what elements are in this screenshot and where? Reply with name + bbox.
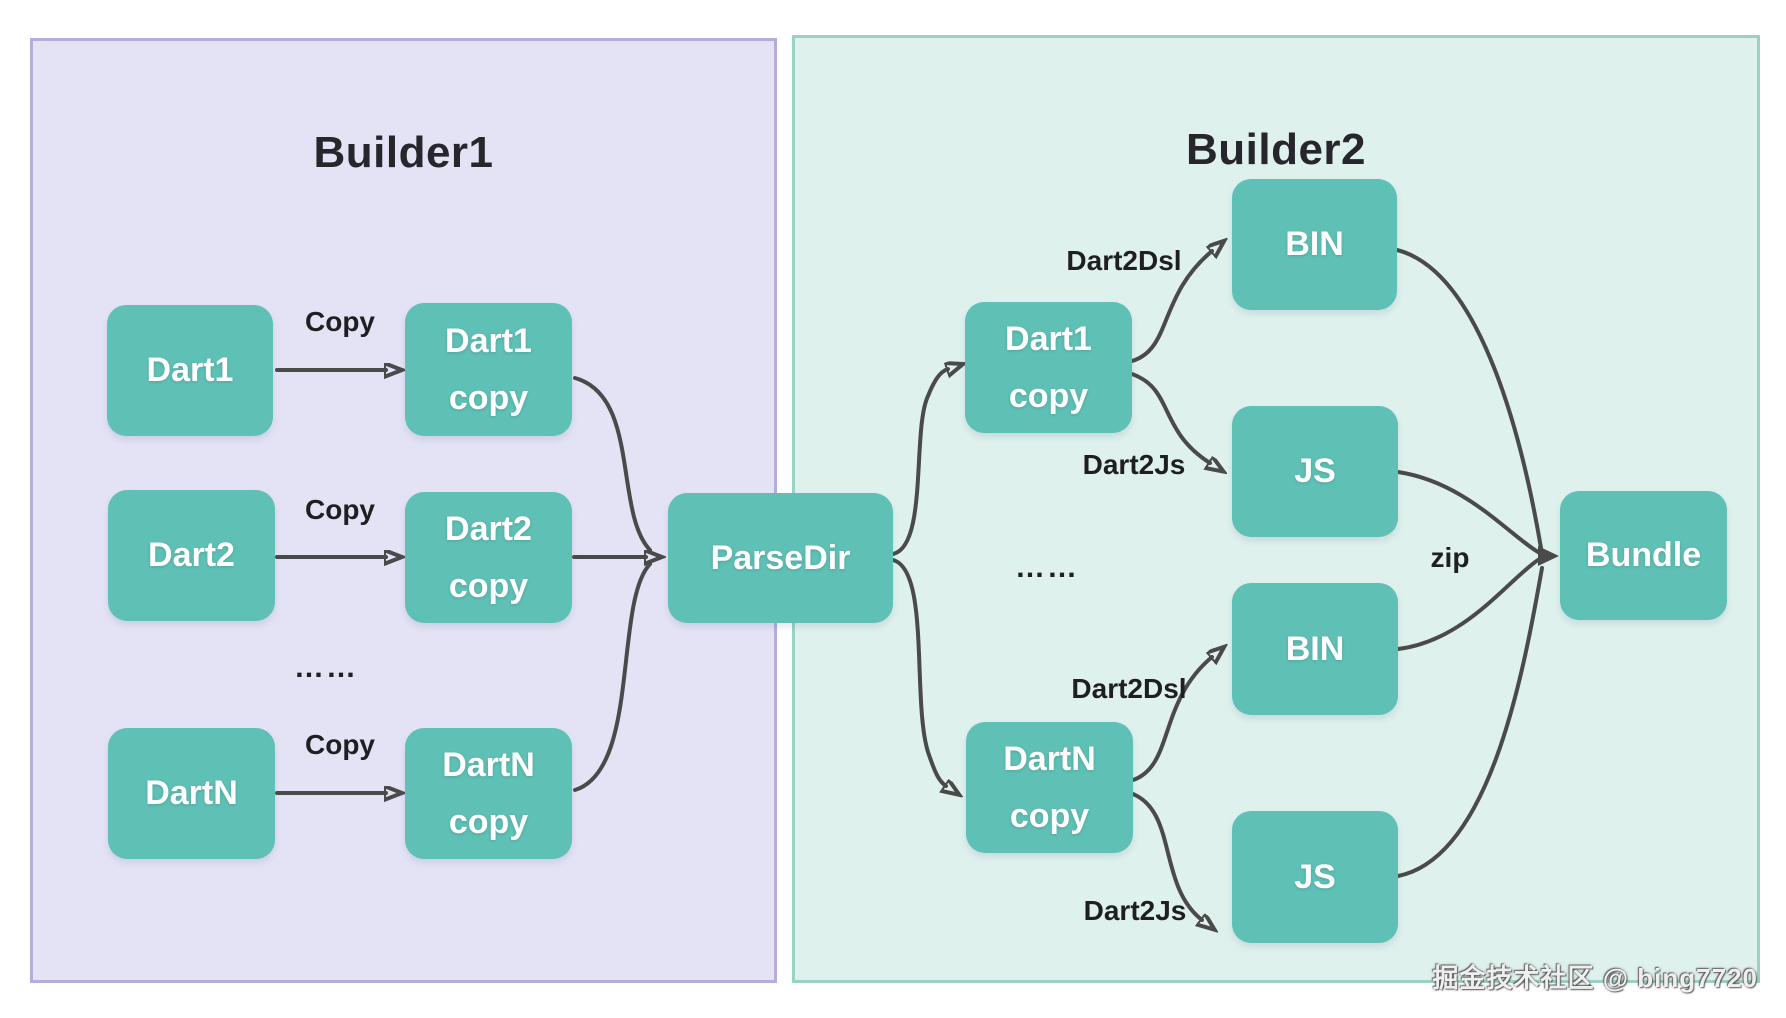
node-dartn-copy: DartN copy — [405, 728, 572, 859]
ellipsis-builder1: …… — [294, 651, 358, 684]
edge-label-dart2js-bottom: Dart2Js — [1083, 895, 1187, 926]
arrow-dartncopy-to-parsedir — [573, 562, 652, 792]
node-label-line1: Dart1 — [445, 321, 532, 360]
node-dart1: Dart1 — [107, 305, 273, 436]
node-bin-bottom: BIN — [1232, 583, 1398, 715]
panel-title-builder2: Builder2 — [1185, 124, 1367, 174]
node-parsedir: ParseDir — [668, 493, 893, 623]
node-label: Bundle — [1585, 536, 1702, 574]
arrow-parsedir-to-b2dart1copy — [891, 369, 948, 556]
edge-label-copy-2: Copy — [305, 494, 375, 525]
edge-label-dart2dsl-top: Dart2Dsl — [1066, 245, 1182, 276]
edge-label-dart2dsl-bottom: Dart2Dsl — [1071, 673, 1187, 704]
arrow-dart1copy-to-parsedir — [573, 376, 652, 552]
arrow-b2dartncopy-to-binbottom — [1131, 657, 1212, 782]
edge-label-copy-1: Copy — [305, 306, 375, 337]
node-label: Dart1 — [146, 351, 234, 389]
arrow-b2dart1copy-to-jstop — [1130, 372, 1210, 463]
watermark: 掘金技术社区 @ bing7720 — [1432, 963, 1758, 993]
node-b2-dartn-copy: DartN copy — [966, 722, 1133, 853]
node-label: DartN — [145, 774, 238, 812]
arrow-bintop-to-bundle — [1395, 248, 1543, 550]
node-dart2: Dart2 — [108, 490, 275, 621]
node-js-top: JS — [1232, 406, 1398, 537]
node-label: JS — [1294, 452, 1336, 490]
node-label-line2: copy — [1008, 376, 1089, 415]
node-label-line2: copy — [448, 378, 529, 417]
node-dart1-copy: Dart1 copy — [405, 303, 572, 436]
node-bin-top: BIN — [1232, 179, 1397, 310]
node-js-bottom: JS — [1232, 811, 1398, 943]
node-label-line1: Dart1 — [1005, 319, 1092, 358]
panel-title-builder1: Builder1 — [313, 127, 494, 177]
node-label-line1: DartN — [442, 745, 535, 784]
edge-label-dart2js-top: Dart2Js — [1082, 449, 1186, 480]
edge-label-zip: zip — [1430, 542, 1470, 573]
arrow-binbottom-to-bundle — [1396, 558, 1540, 651]
ellipsis-builder2: …… — [1015, 551, 1079, 584]
node-bundle: Bundle — [1560, 491, 1727, 620]
node-label: JS — [1294, 857, 1336, 896]
bundle-arrowhead — [1538, 546, 1559, 566]
node-label: ParseDir — [710, 538, 851, 577]
node-dart2-copy: Dart2 copy — [405, 492, 572, 623]
arrow-b2dartncopy-to-jsbottom — [1131, 792, 1202, 920]
arrow-b2dart1copy-to-bintop — [1130, 251, 1212, 363]
node-label-line2: copy — [448, 566, 529, 605]
node-label: BIN — [1285, 629, 1345, 668]
node-label-line1: Dart2 — [445, 509, 532, 548]
arrow-jsbottom-to-bundle — [1396, 566, 1544, 878]
node-label-line1: DartN — [1003, 739, 1096, 778]
arrow-jstop-to-bundle — [1396, 470, 1540, 554]
edge-label-copy-3: Copy — [305, 729, 375, 760]
node-label: BIN — [1285, 225, 1344, 263]
node-label-line2: copy — [1009, 796, 1090, 835]
node-dartn: DartN — [108, 728, 275, 859]
node-label: Dart2 — [148, 536, 235, 574]
arrow-parsedir-to-b2dartncopy — [891, 558, 946, 786]
node-label-line2: copy — [448, 802, 529, 841]
node-b2-dart1-copy: Dart1 copy — [965, 302, 1132, 433]
